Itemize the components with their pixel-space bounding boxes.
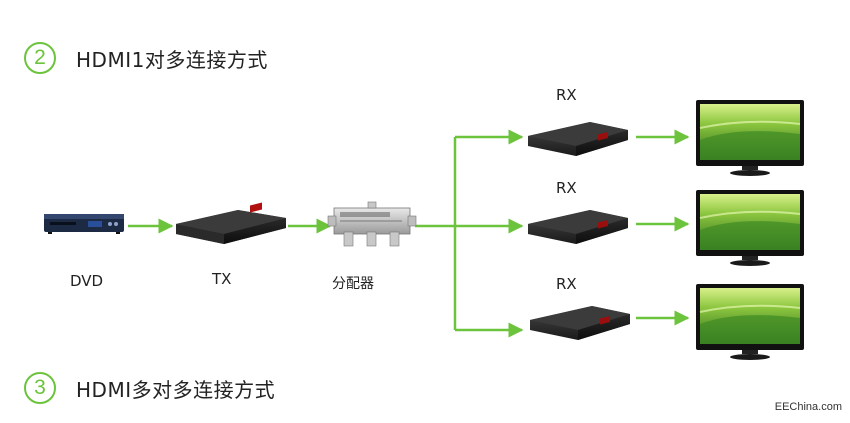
tv-display-icon-3 [695, 283, 805, 361]
tx-transmitter-icon [176, 202, 286, 244]
rx-label-1: RX [556, 86, 577, 104]
rx-label-2: RX [556, 179, 577, 197]
section-2-header: 2 HDMI1对多连接方式 [24, 42, 268, 74]
dvd-player-icon [44, 214, 124, 234]
splitter-label: 分配器 [332, 276, 374, 292]
tv-display-icon-2 [695, 189, 805, 267]
tx-label: TX [212, 270, 232, 288]
dvd-label: DVD [70, 272, 104, 290]
rx-receiver-icon-2 [528, 210, 628, 244]
section-3-header: 3 HDMI多对多连接方式 [24, 372, 275, 404]
section-3-number: 3 [24, 372, 56, 404]
tv-display-icon-1 [695, 99, 805, 177]
section-3-title: HDMI多对多连接方式 [76, 377, 276, 402]
rx-receiver-icon-1 [528, 122, 628, 156]
watermark: EEChina.com [774, 401, 842, 413]
rx-receiver-icon-3 [530, 306, 630, 340]
hdmi-splitter-icon [327, 201, 417, 247]
section-2-title: HDMI1对多连接方式 [76, 47, 268, 72]
section-2-number: 2 [24, 42, 56, 74]
rx-label-3: RX [556, 275, 577, 293]
